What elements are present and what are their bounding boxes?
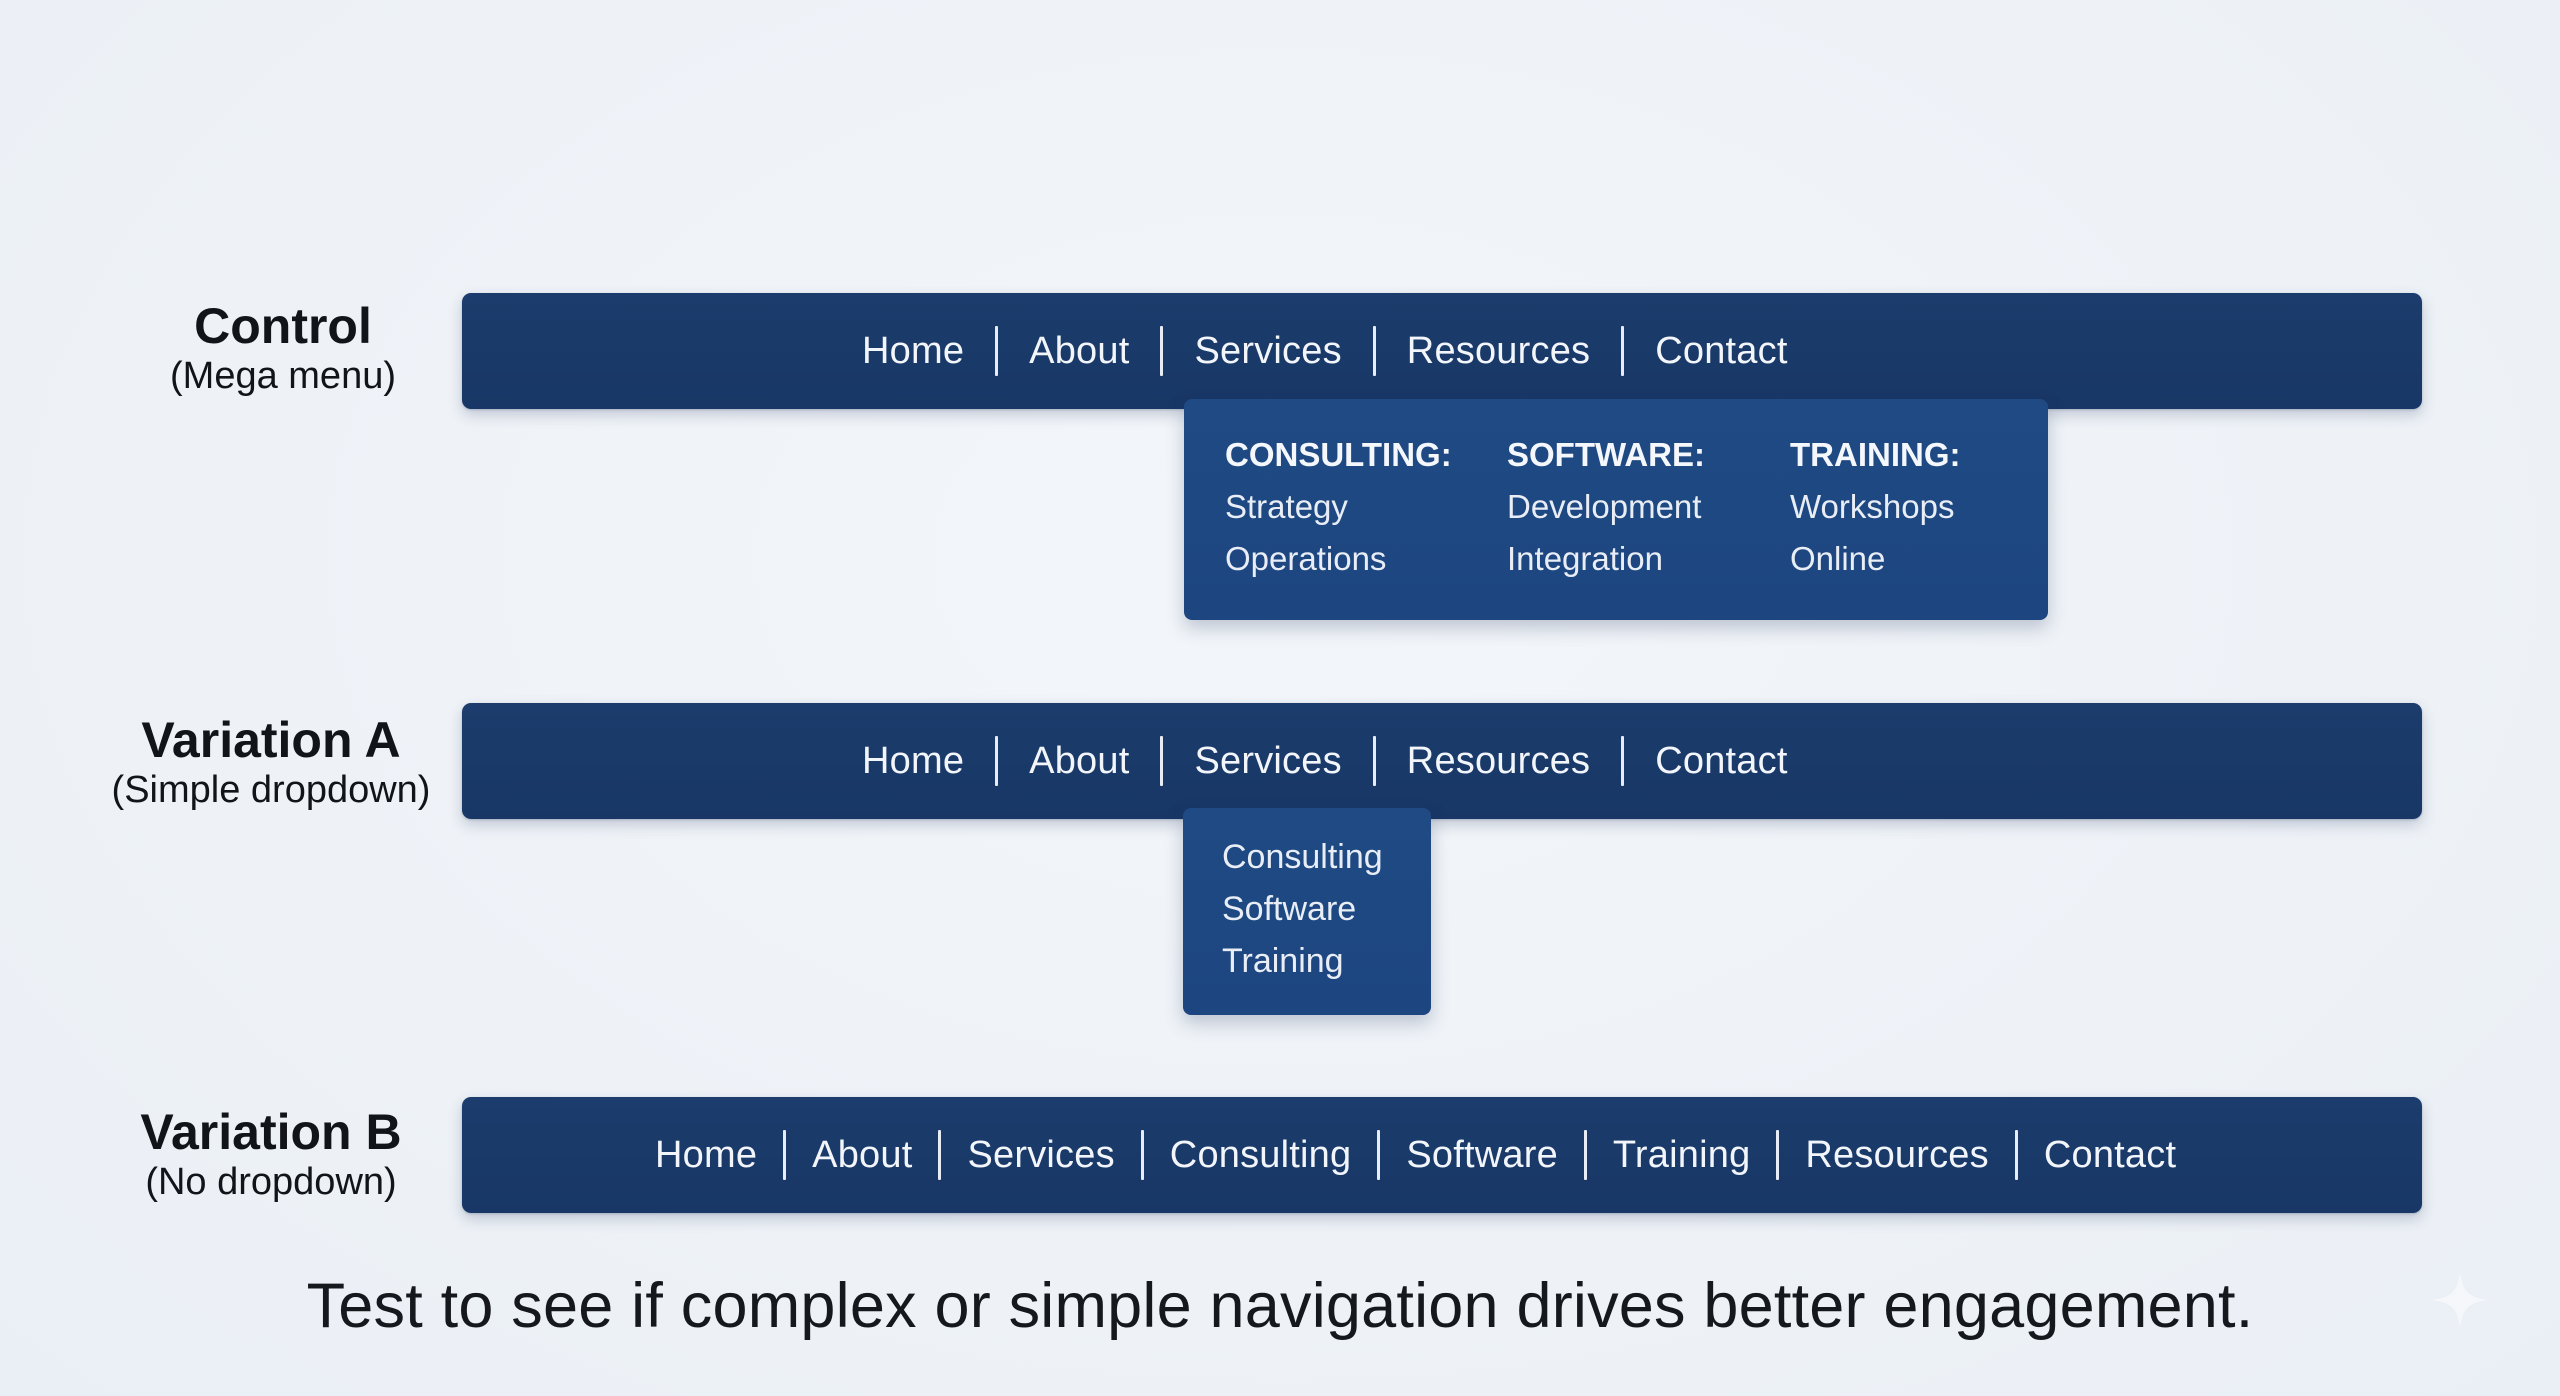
variation-a-nav: Home About Services Resources Contact [862,703,1788,819]
mega-heading-training: TRAINING: [1790,436,1961,473]
mega-heading-software: SOFTWARE: [1507,436,1705,473]
control-nav: Home About Services Resources Contact [862,293,1788,409]
dropdown-item-consulting[interactable]: Consulting [1222,838,1383,876]
mega-menu-dropdown: CONSULTING: Strategy Operations SOFTWARE… [1184,399,2048,620]
nav-separator [1372,326,1376,376]
nav-item-services[interactable]: Services [1194,329,1342,372]
sparkle-icon [2432,1272,2488,1328]
variation-a-nav-bar: Home About Services Resources Contact [462,703,2422,819]
variation-b-nav-bar: Home About Services Consulting Software … [462,1097,2422,1213]
variation-b-label: Variation B (No dropdown) [140,1104,401,1204]
nav-separator [1140,1130,1144,1180]
nav-item-resources[interactable]: Resources [1805,1133,1989,1176]
nav-separator [1377,1130,1381,1180]
nav-separator [2014,1130,2018,1180]
control-title: Control [194,298,372,354]
nav-item-resources[interactable]: Resources [1406,329,1591,372]
nav-item-about[interactable]: About [1029,329,1130,372]
mega-link-integration[interactable]: Integration [1507,540,1663,577]
control-label: Control (Mega menu) [170,298,396,398]
variation-b-title: Variation B [140,1104,402,1160]
nav-item-services[interactable]: Services [967,1133,1115,1176]
variation-b-nav: Home About Services Consulting Software … [655,1097,2176,1213]
nav-item-about[interactable]: About [1029,739,1130,782]
nav-separator [1372,736,1376,786]
control-nav-bar: Home About Services Resources Contact [462,293,2422,409]
nav-separator [1621,326,1625,376]
nav-item-contact[interactable]: Contact [1655,739,1788,782]
control-subtitle: (Mega menu) [170,355,396,397]
variation-a-title: Variation A [141,712,401,768]
nav-separator [995,326,999,376]
mega-heading-consulting: CONSULTING: [1225,436,1452,473]
nav-separator [1160,736,1164,786]
nav-item-services[interactable]: Services [1194,739,1342,782]
nav-separator [938,1130,942,1180]
nav-separator [1583,1130,1587,1180]
nav-item-consulting[interactable]: Consulting [1169,1133,1352,1176]
nav-separator [995,736,999,786]
nav-separator [1776,1130,1780,1180]
mega-link-strategy[interactable]: Strategy [1225,488,1348,525]
nav-separator [1160,326,1164,376]
nav-item-home[interactable]: Home [862,739,965,782]
nav-item-home[interactable]: Home [655,1133,758,1176]
mega-link-workshops[interactable]: Workshops [1790,488,1955,525]
mega-link-online[interactable]: Online [1790,540,1886,577]
nav-separator [783,1130,787,1180]
nav-item-about[interactable]: About [812,1133,913,1176]
variation-a-label: Variation A (Simple dropdown) [112,712,431,812]
nav-separator [1621,736,1625,786]
caption: Test to see if complex or simple navigat… [306,1271,2254,1341]
nav-item-training[interactable]: Training [1612,1133,1751,1176]
simple-dropdown: Consulting Software Training [1183,808,1431,1015]
variation-a-subtitle: (Simple dropdown) [111,769,431,811]
nav-item-contact[interactable]: Contact [2043,1133,2177,1176]
nav-item-resources[interactable]: Resources [1406,739,1591,782]
variation-b-subtitle: (No dropdown) [145,1161,397,1203]
nav-item-software[interactable]: Software [1406,1133,1558,1176]
nav-item-contact[interactable]: Contact [1655,329,1788,372]
dropdown-item-software[interactable]: Software [1222,890,1357,928]
mega-link-operations[interactable]: Operations [1225,540,1387,577]
nav-item-home[interactable]: Home [862,329,965,372]
mega-link-development[interactable]: Development [1507,488,1702,525]
dropdown-item-training[interactable]: Training [1222,942,1344,980]
